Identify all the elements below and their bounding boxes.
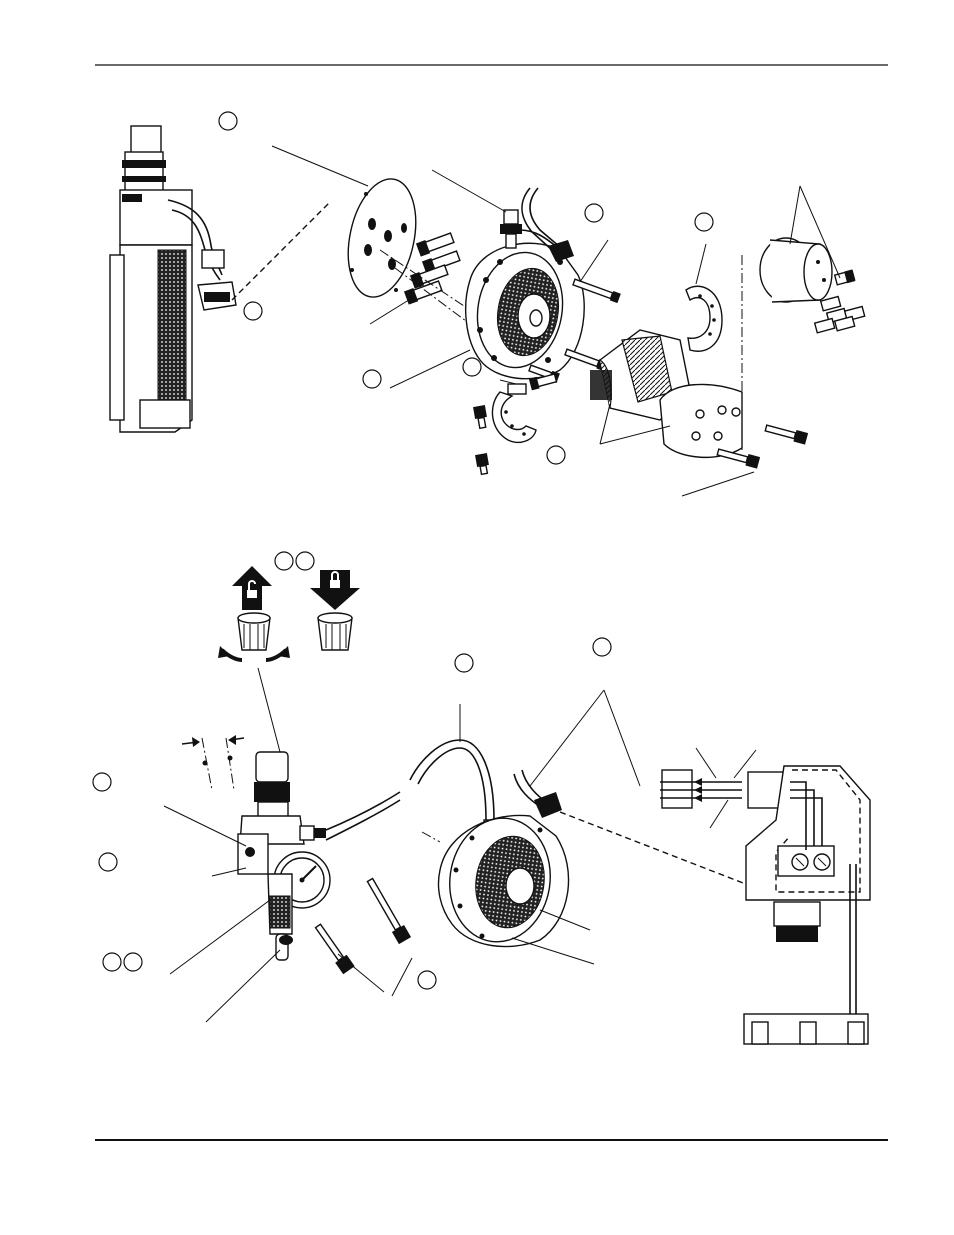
long-screws [528,278,621,383]
callout-circle [243,301,263,321]
mounting-screws [403,232,461,305]
adapter-cap [659,383,743,458]
clamp-half-upper [685,285,723,352]
bottom-leader-lines [163,667,757,1023]
connector-pin-diagram [660,765,871,1045]
mounting-plate [347,178,417,298]
gear-housing-assembled [409,739,570,948]
callout-circle [123,952,143,972]
cap-screws [716,424,809,469]
unlock-direction-icon [218,566,290,662]
set-screws [813,269,866,334]
callout-circle [295,551,315,571]
connector-dashed-leader-bottom [559,811,757,889]
gear-housing [465,242,585,380]
callout-markers [92,111,714,990]
filter-regulator [237,751,401,961]
callout-circle [546,445,566,465]
regulator-screws [314,877,412,975]
callout-circle [417,970,437,990]
callout-circle [454,653,474,673]
top-leader-lines [271,145,841,497]
callout-circle [584,203,604,223]
callout-circle [92,772,112,792]
linear-actuator-illustration [109,125,237,433]
callout-circle [362,369,382,389]
callout-circle [274,551,294,571]
dimension-marker [181,735,245,791]
callout-circle [462,357,482,377]
callout-circle [592,637,612,657]
callout-circle [694,212,714,232]
end-cylinder [759,237,833,303]
connector-dashed-leader [231,201,331,301]
clamp-screws [473,373,558,476]
callout-circle [102,952,122,972]
clamp-half-lower [491,383,537,444]
lock-direction-icon [310,570,360,651]
callout-circle [218,111,238,131]
air-fitting-top [500,187,574,262]
callout-circle [98,852,118,872]
